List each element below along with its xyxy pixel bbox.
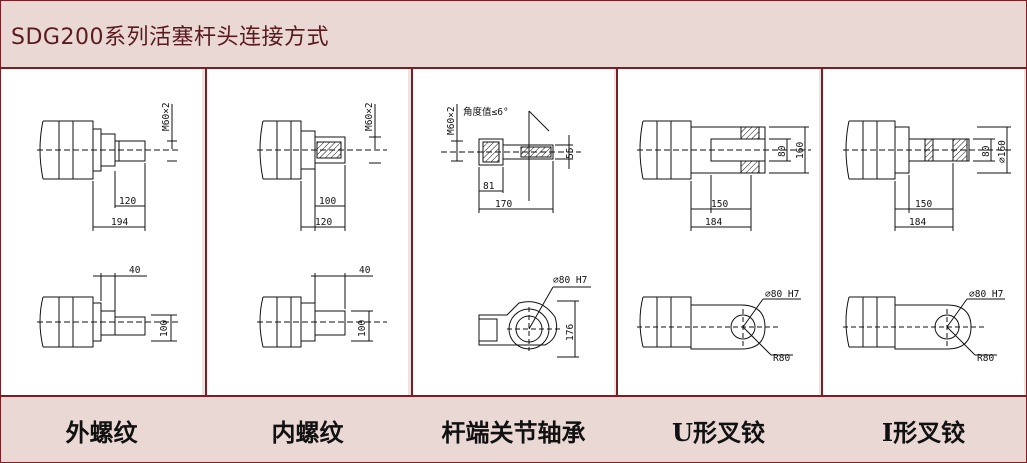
internal-thread-bottom-drawing <box>257 273 387 348</box>
dim-len2-p1: 194 <box>111 217 128 228</box>
dim-radius-p5: R80 <box>977 353 994 364</box>
i-clevis-top-drawing <box>843 120 1011 231</box>
panel-rod-end-bearing <box>413 69 614 395</box>
divider <box>411 69 413 462</box>
dim-thread-p3: M60×2 <box>446 106 457 135</box>
divider <box>821 69 823 462</box>
dim-len2-p3: 170 <box>495 199 512 210</box>
dim-len2-p2: 120 <box>315 217 332 228</box>
dim-outer-p5: ⌀160 <box>997 140 1008 163</box>
dim-inner-p4: 80 <box>777 145 788 157</box>
dim-bore-p4: ⌀80 H7 <box>765 289 799 300</box>
divider <box>1 395 1026 397</box>
divider <box>616 69 618 462</box>
dim-len1-p3: 81 <box>483 181 495 192</box>
dim-len1-p1: 120 <box>119 196 136 207</box>
external-thread-bottom-drawing <box>37 273 179 348</box>
dim-len-p1-bottom: 40 <box>129 265 141 276</box>
internal-thread-top-drawing <box>257 104 387 231</box>
dim-thread-p2: M60×2 <box>364 102 375 131</box>
panel-u-clevis <box>618 69 819 395</box>
label-row: 外螺纹 内螺纹 杆端关节轴承 U形叉铰 I形叉铰 <box>1 397 1026 462</box>
panel-label-u-clevis: U形叉铰 <box>672 418 765 447</box>
dim-len1-p2: 100 <box>319 196 336 207</box>
dim-len2-p5: 184 <box>909 217 926 228</box>
dim-len1-p5: 150 <box>915 199 932 210</box>
external-thread-top-drawing <box>37 104 179 231</box>
panel-label-i-clevis: I形叉铰 <box>881 418 966 447</box>
i-clevis-bottom-drawing <box>843 296 1005 356</box>
dim-len2-p4: 184 <box>705 217 722 228</box>
u-clevis-top-drawing <box>637 120 811 231</box>
dimension-labels: M60×2 120 194 40 40 100 M60×2 100 120 40… <box>111 102 1008 364</box>
dim-thread-p1: M60×2 <box>161 102 172 131</box>
dim-dia-p2: 100 <box>357 320 368 337</box>
panel-label-internal-thread: 内螺纹 <box>271 418 344 447</box>
dim-outer-p4: 160 <box>795 142 806 159</box>
dim-dia-p1: 100 <box>159 320 170 337</box>
page-title: SDG200系列活塞杆头连接方式 <box>11 25 329 50</box>
dim-width-p3: 55 <box>565 148 576 159</box>
title-bar: SDG200系列活塞杆头连接方式 <box>1 1 1026 69</box>
dim-height-p3: 176 <box>565 324 576 341</box>
panel-i-clevis <box>823 69 1024 395</box>
dim-bore-p5: ⌀80 H7 <box>969 289 1003 300</box>
dim-angle-p3: 角度值≤6° <box>463 106 509 118</box>
technical-drawings: M60×2 120 194 40 40 100 M60×2 100 120 40… <box>37 102 1011 364</box>
rod-end-top-drawing <box>441 104 581 213</box>
u-clevis-bottom-drawing <box>637 296 801 356</box>
panel-label-external-thread: 外螺纹 <box>65 418 138 447</box>
dim-radius-p4: R80 <box>773 353 790 364</box>
dim-inner-p5: 80 <box>981 145 992 157</box>
rod-end-bottom-drawing <box>478 286 591 358</box>
panel-label-rod-end-bearing: 杆端关节轴承 <box>441 418 586 447</box>
dim-len-p2-bottom: 40 <box>359 265 371 276</box>
dim-len1-p4: 150 <box>711 199 728 210</box>
divider <box>205 69 207 462</box>
dim-bore-p3: ⌀80 H7 <box>553 275 587 286</box>
